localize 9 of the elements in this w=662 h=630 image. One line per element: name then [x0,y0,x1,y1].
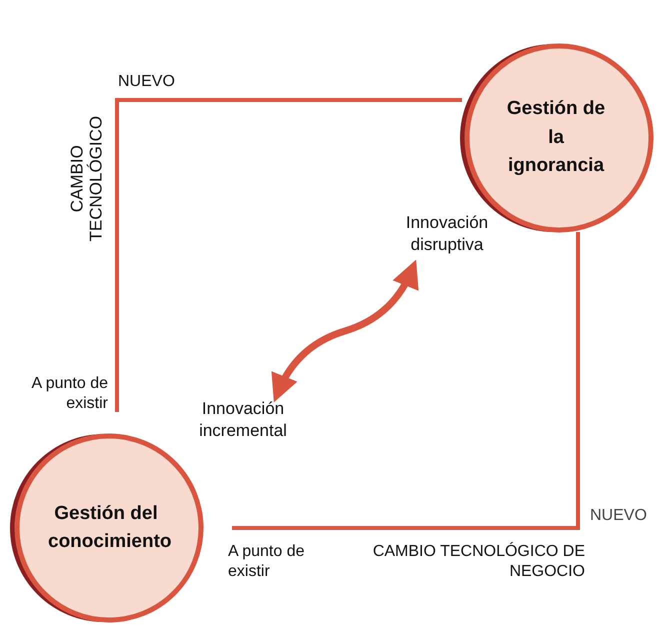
axis-label: NUEVO [118,72,175,92]
axis-label: CAMBIO TECNOLÓGICO DE NEGOCIO [372,542,585,582]
double-arrow [272,260,418,402]
axis-label: NUEVO [590,506,647,526]
node-label: Innovación incremental [178,398,308,450]
axis-label: A punto de existir [30,374,108,414]
axis-label: CAMBIO TECNOLÓGICO [68,114,106,244]
axis-label: A punto de existir [228,542,306,582]
node-label: Innovación disruptiva [382,212,512,264]
